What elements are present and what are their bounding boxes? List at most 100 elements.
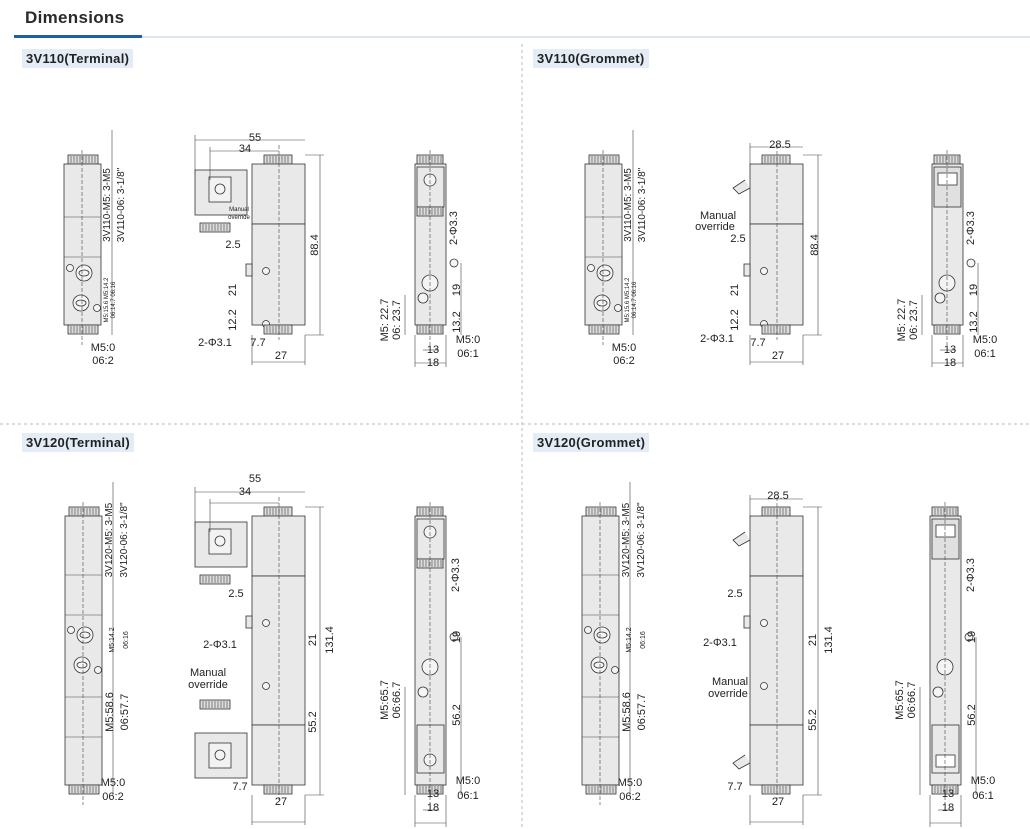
dimension-label-dim-18: 18 <box>942 802 954 814</box>
dimension-label-model-06: 3V110-06: 3-1/8" <box>637 167 648 242</box>
mount-hole <box>262 619 270 627</box>
dimension-label-end-06-1: 06:1 <box>457 348 478 360</box>
dimension-label-dim-18: 18 <box>944 357 956 369</box>
mount-hole <box>614 304 622 312</box>
port-upper <box>593 626 611 644</box>
dimension-label-hole-33: 2-Φ3.3 <box>450 558 462 592</box>
dimension-label-side-len-06: 06:57.7 <box>119 694 131 731</box>
dimension-label-end-m5: M5:65.7 <box>894 680 906 720</box>
dimension-label-model-06: 3V120-06: 3-1/8" <box>636 502 647 578</box>
dimension-label-side-len-m5: M5:58.6 <box>104 692 116 732</box>
port-lower-inner <box>75 299 87 307</box>
port-lower-inner <box>76 661 88 669</box>
dimension-label-dim-height: 88.4 <box>809 234 821 255</box>
dimension-label-dim-13: 13 <box>427 788 439 800</box>
port-upper <box>76 626 94 644</box>
dimension-label-dim-7-7: 7.7 <box>727 781 742 793</box>
dimension-label-side-06: 06:2 <box>102 791 123 803</box>
dimension-label-dim-27: 27 <box>275 350 287 362</box>
dimension-label-port-b: 06:14.7 06:16 <box>111 281 117 318</box>
valve-body-side <box>64 515 103 786</box>
connector-screw <box>214 749 226 761</box>
dimension-label-dim-21: 21 <box>807 634 819 646</box>
dimension-label-dim-55-2: 55.2 <box>307 711 319 732</box>
dimension-label-manual-1: Manual <box>190 667 226 679</box>
dimension-label-side-len-06: 06:57.7 <box>636 694 648 731</box>
dimension-label-model-06: 3V110-06: 3-1/8" <box>116 167 127 242</box>
mount-hole <box>449 632 459 642</box>
dimension-label-hole-31: 2-Φ3.1 <box>700 333 734 345</box>
dimension-label-dim-2-5: 2.5 <box>225 239 240 251</box>
port-upper <box>75 264 93 282</box>
mount-hole <box>760 619 768 627</box>
dimension-label-dim-55: 55 <box>249 473 261 485</box>
valve-body-front <box>251 575 306 726</box>
dimension-label-port-a: M5:14.2 <box>626 627 633 652</box>
grommet-lead <box>732 754 751 770</box>
dimension-label-dim-13: 13 <box>427 344 439 356</box>
port-small <box>932 686 944 698</box>
solenoid-coil-lower <box>749 724 804 786</box>
dimension-label-port-a: M5:15.6 M5:14.2 <box>625 277 631 323</box>
port-lower <box>590 656 608 674</box>
solenoid-coil <box>251 163 306 225</box>
mount-hole <box>587 264 595 272</box>
dimension-label-dim-19: 19 <box>968 284 980 296</box>
dimension-label-end-06-1: 06:1 <box>974 348 995 360</box>
dimension-label-dim-18: 18 <box>427 357 439 369</box>
dimension-label-hole-33: 2-Φ3.3 <box>448 211 460 245</box>
coil-end <box>416 166 445 208</box>
connector-screw <box>214 183 226 195</box>
dimension-label-dim-12-2: 12.2 <box>729 309 741 330</box>
valve-body-front <box>251 223 306 326</box>
dimension-label-side-m5: M5:0 <box>618 777 642 789</box>
coil-end <box>416 518 445 560</box>
dimension-label-dim-28-5: 28.5 <box>767 490 788 502</box>
panel-title-3v120-grommet: 3V120(Grommet) <box>533 433 650 452</box>
mount-hole <box>262 682 270 690</box>
dimension-label-dim-2-5: 2.5 <box>228 588 243 600</box>
grommet-socket <box>935 524 956 538</box>
dimension-label-end-m5: M5: 22.7 <box>896 299 908 342</box>
mount-hole <box>966 258 976 268</box>
valve-body-front <box>749 575 804 726</box>
dimension-label-port-a: M5:15.6 M5:14.2 <box>104 277 110 323</box>
port-lower-inner <box>596 299 608 307</box>
solenoid-coil <box>749 515 804 577</box>
mount-hole <box>93 304 101 312</box>
bottom-fitting <box>761 324 791 335</box>
dimension-label-dim-7-7: 7.7 <box>250 337 265 349</box>
grommet-lead <box>732 179 751 195</box>
mount-hole <box>262 267 270 275</box>
dimension-label-manual-2: override <box>708 688 748 700</box>
dimension-label-dim-18: 18 <box>427 802 439 814</box>
dimension-label-port-b: 06:16 <box>123 631 130 649</box>
panel-title-3v110-terminal: 3V110(Terminal) <box>22 49 134 68</box>
dimension-label-model-06: 3V120-06: 3-1/8" <box>119 502 130 578</box>
dimension-label-dim-21: 21 <box>227 284 239 296</box>
dimension-label-side-len-m5: M5:58.6 <box>621 692 633 732</box>
dimension-label-dim-56-2: 56.2 <box>451 704 463 725</box>
port-upper-inner <box>599 269 611 277</box>
dimension-label-hole-33: 2-Φ3.3 <box>965 558 977 592</box>
port-small <box>934 292 946 304</box>
dimension-label-model-m5: 3V120-M5: 3-M5 <box>621 502 632 577</box>
dimension-label-hole-31: 2-Φ3.1 <box>703 637 737 649</box>
panel-title-3v120-terminal: 3V120(Terminal) <box>22 433 134 452</box>
bottom-fitting <box>263 784 293 795</box>
mount-hole <box>760 682 768 690</box>
dimension-label-dim-7-7: 7.7 <box>232 781 247 793</box>
port-upper <box>596 264 614 282</box>
manual-override-button <box>245 263 253 277</box>
dimension-label-hole-31: 2-Φ3.1 <box>203 639 237 651</box>
panel-title-3v110-grommet: 3V110(Grommet) <box>533 49 649 68</box>
dimension-label-end-06-1: 06:1 <box>972 790 993 802</box>
dimension-label-dim-2-5: 2.5 <box>730 233 745 245</box>
port-lower <box>72 294 90 312</box>
dimension-label-port-a: M5:14.2 <box>109 627 116 652</box>
dimension-label-dim-13-2: 13.2 <box>968 311 980 332</box>
dimension-label-end-06: 06: 23.7 <box>391 300 403 340</box>
dimension-label-manual-1: Manual <box>712 676 748 688</box>
port-small <box>417 292 429 304</box>
